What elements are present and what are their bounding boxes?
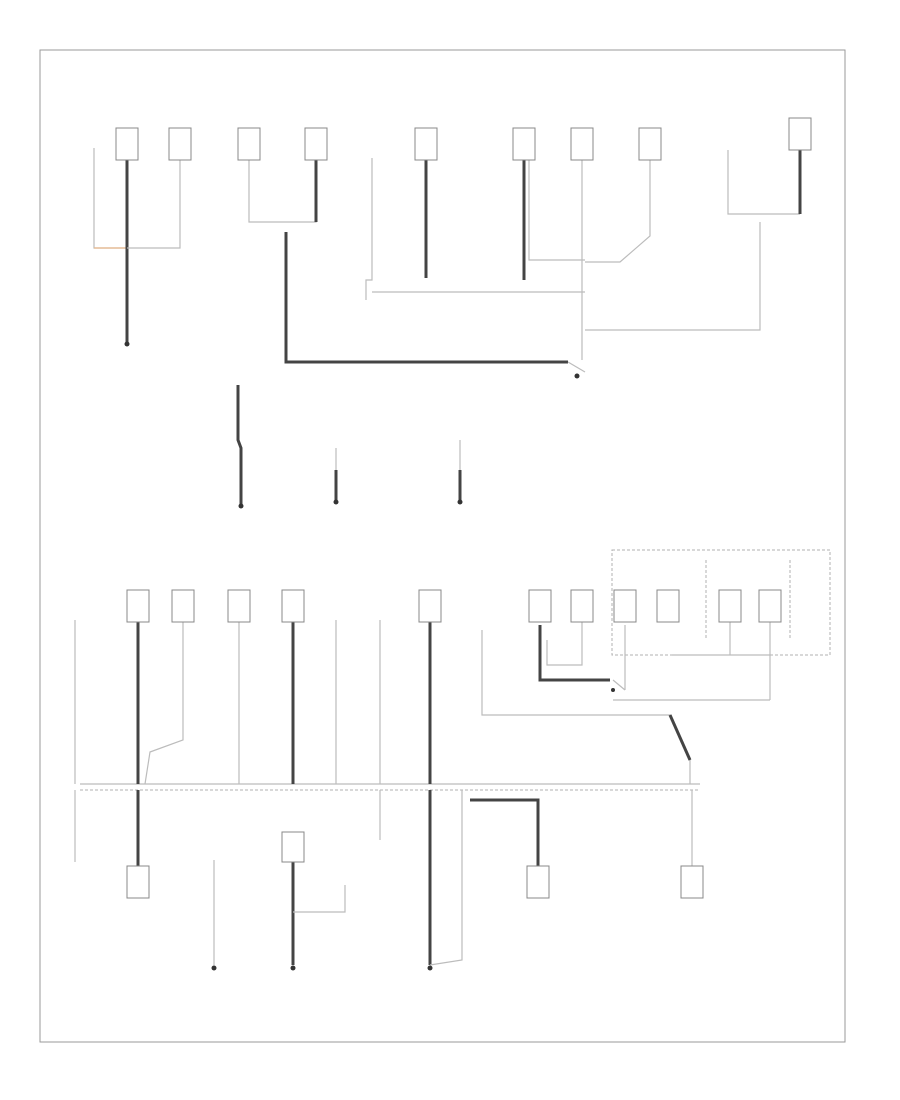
component-21: [656, 589, 680, 623]
ground-4: [333, 499, 339, 505]
component-10: [638, 127, 662, 161]
ground-2: [574, 373, 580, 379]
component-19: [570, 589, 594, 623]
component-14: [171, 589, 195, 623]
component-3: [168, 127, 192, 161]
component-17: [418, 589, 442, 623]
component-20: [613, 589, 637, 623]
diagram-frame: [39, 49, 846, 1043]
component-23: [758, 589, 782, 623]
ground-3: [238, 503, 244, 509]
ground-5: [457, 499, 463, 505]
ground-8: [427, 965, 433, 971]
ground-9: [611, 688, 615, 692]
component-9: [570, 127, 594, 161]
component-18: [528, 589, 552, 623]
component-24: [126, 865, 150, 899]
bottom-section: [74, 549, 831, 971]
component-25: [281, 831, 305, 863]
component-7: [414, 127, 438, 161]
component-2: [115, 127, 139, 161]
component-26: [526, 865, 550, 899]
ground-1: [124, 341, 130, 347]
component-16: [281, 589, 305, 623]
component-5: [304, 127, 328, 161]
component-12: [788, 117, 812, 151]
ground-7: [290, 965, 296, 971]
component-13: [126, 589, 150, 623]
component-15: [227, 589, 251, 623]
component-8: [512, 127, 536, 161]
component-22: [718, 589, 742, 623]
ground-6: [211, 965, 217, 971]
middle-section: [236, 385, 463, 509]
component-27: [680, 865, 704, 899]
top-section: [93, 117, 812, 379]
component-4: [237, 127, 261, 161]
